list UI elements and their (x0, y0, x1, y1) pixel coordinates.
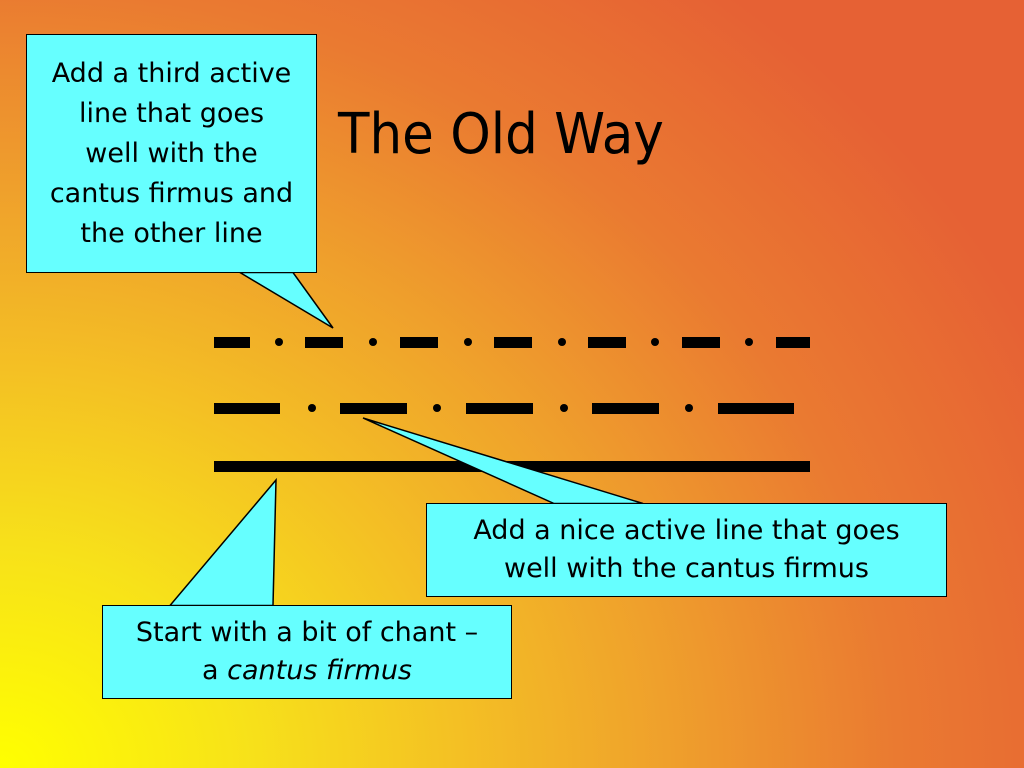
callout-text-line: a cantus firmus (202, 652, 412, 690)
callout-text-line: Add a nice active line that goes (473, 515, 900, 546)
third-voice-dot (651, 338, 659, 346)
third-voice-dash (494, 337, 532, 348)
third-voice-dash (588, 337, 626, 348)
third-voice-dash (682, 337, 720, 348)
third-voice-dot (745, 338, 753, 346)
second-voice-dash (592, 403, 659, 414)
slide-title: The Old Way (338, 102, 664, 167)
second-voice-dash (214, 403, 280, 414)
third-voice-dash (305, 337, 343, 348)
callout-text-line: well with the (85, 137, 258, 169)
third-voice-line (214, 337, 810, 348)
cantus-pointer (168, 477, 277, 607)
second-voice-dash (340, 403, 407, 414)
second-voice-dash (466, 403, 533, 414)
third-voice-dot (275, 338, 283, 346)
third-line-pointer (237, 271, 334, 329)
second-voice-dash (718, 403, 794, 414)
third-voice-dash (400, 337, 438, 348)
callout-text-line: well with the cantus firmus (503, 553, 869, 584)
third-voice-dash (214, 337, 250, 348)
second-voice-line (214, 403, 794, 414)
second-voice-dot (433, 404, 441, 412)
third-voice-dot (558, 338, 566, 346)
second-voice-dot (685, 404, 693, 412)
cantus-firmus-term: cantus firmus (227, 655, 412, 686)
callout-text-prefix: a (201, 655, 228, 686)
callout-second-line: Add a nice active line that goes well wi… (426, 503, 947, 597)
callout-text-line: cantus firmus and (49, 177, 294, 209)
third-voice-dot (464, 338, 472, 346)
second-voice-dot (560, 404, 568, 412)
third-voice-dot (369, 338, 377, 346)
callout-cantus-firmus: Start with a bit of chant – a cantus fir… (102, 605, 512, 699)
second-line-pointer (362, 417, 644, 505)
callout-text-line: line that goes (78, 97, 265, 129)
second-voice-dot (308, 404, 316, 412)
callout-text-line: Start with a bit of chant – (135, 617, 479, 648)
callout-text-line: Add a third active (51, 57, 292, 89)
callout-third-line: Add a third active line that goes well w… (26, 34, 317, 273)
third-voice-dash (776, 337, 810, 348)
callout-text-line: the other line (80, 217, 263, 249)
